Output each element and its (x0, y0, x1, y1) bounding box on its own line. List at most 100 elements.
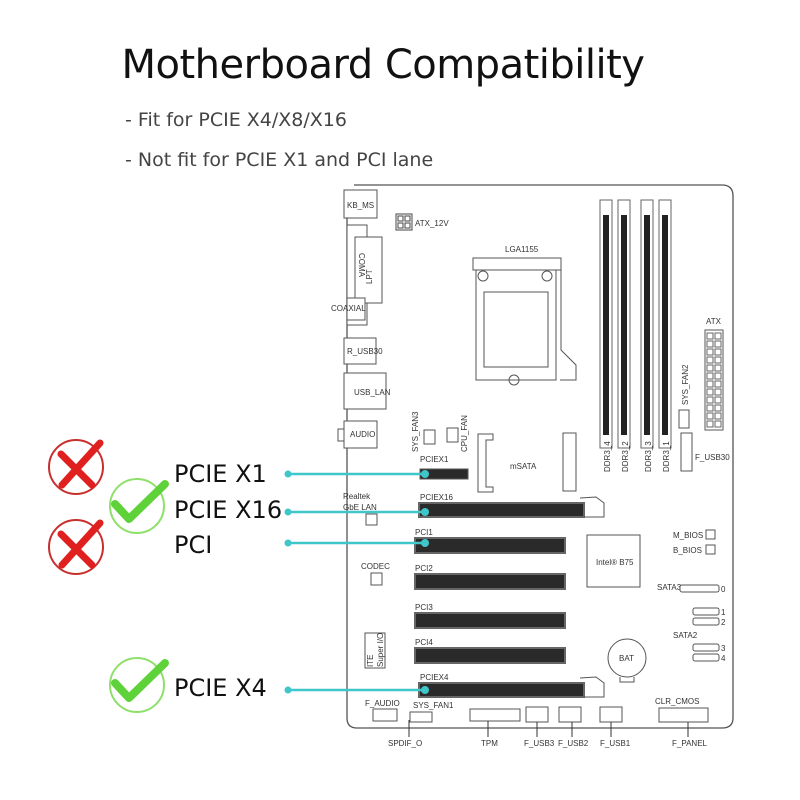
sys-fan1-label: SYS_FAN1 (413, 701, 454, 710)
f-usb2-header (558, 706, 582, 723)
callout-pcie-x16: PCIE X16 (109, 478, 429, 534)
cpu-fan-header (446, 427, 459, 443)
spdif-o-label: SPDIF_O (388, 739, 422, 748)
super-io-chip (364, 632, 386, 669)
r-usb30-label: R_USB30 (347, 347, 383, 356)
sys-fan2-header (678, 409, 690, 429)
cpu-socket (472, 257, 577, 386)
f-panel-label: F_PANEL (672, 739, 708, 748)
b-bios-chip (705, 544, 716, 555)
dimm-slot: DDR3_4 (599, 199, 613, 472)
atx-label: ATX (706, 317, 722, 326)
sys-fan3-header (423, 429, 436, 445)
check-mark-icon (109, 478, 169, 534)
dimm-slot: DDR3_3 (640, 199, 654, 472)
callout-label: PCIE X4 (174, 674, 267, 702)
x-mark-icon (48, 439, 104, 495)
pciex4-label: PCIEX4 (420, 673, 449, 682)
connector-dot (421, 686, 429, 694)
pci2-slot (414, 573, 566, 590)
board-outline (346, 184, 734, 729)
chipset (586, 534, 641, 588)
bat-label: BAT (619, 654, 634, 663)
atx-12v-connector (395, 213, 413, 231)
sata-port (692, 607, 720, 616)
f-usb3-label: F_USB3 (524, 739, 555, 748)
pci3-label: PCI3 (415, 603, 433, 612)
lpt-label: LPT (365, 269, 374, 284)
kb-ms-label: KB_MS (347, 201, 374, 210)
audio-label: AUDIO (350, 430, 375, 439)
sata-port (692, 643, 720, 652)
pci1-label: PCI1 (415, 528, 433, 537)
callout-pcie-x1: PCIE X1 (48, 439, 429, 495)
sata2-label: SATA2 (673, 631, 698, 640)
check-mark-icon (109, 657, 169, 713)
msata-label: mSATA (510, 462, 537, 471)
f-panel-header (658, 707, 709, 723)
f-usb1-header (599, 706, 623, 723)
m-bios-label: M_BIOS (673, 531, 703, 540)
realtek-label: Realtek (343, 492, 371, 501)
gbe-lan-label: GbE LAN (343, 503, 377, 512)
msata-bracket (477, 433, 494, 493)
pciex4-slot (418, 682, 585, 698)
connector-dot (284, 686, 292, 694)
page-title: Motherboard Compatibility (121, 42, 645, 88)
pci3-slot (414, 612, 566, 629)
pci4-slot (414, 647, 566, 664)
f-usb1-label: F_USB1 (600, 739, 631, 748)
tpm-label: TPM (481, 739, 498, 748)
pciex16-slot (418, 502, 585, 518)
dimm-slots: DDR3_4 DDR3_2 DDR3_3 DDR3_1 (599, 199, 672, 472)
connector-dot (421, 508, 429, 516)
clr-cmos-label: CLR_CMOS (655, 697, 699, 706)
f-audio-label: F_AUDIO (365, 699, 400, 708)
callout-label: PCI (174, 531, 212, 559)
connector-dot (284, 508, 292, 516)
b-bios-label: B_BIOS (673, 546, 702, 555)
pci2-label: PCI2 (415, 564, 433, 573)
pciex16-label: PCIEX16 (420, 493, 453, 502)
leader-lines (408, 720, 689, 737)
atx-12v-label: ATX_12V (415, 219, 449, 228)
sata-port (692, 653, 720, 662)
sys-fan1-header (409, 711, 433, 723)
tpm-header (469, 708, 521, 722)
dimm-slot: DDR3_2 (617, 199, 631, 472)
codec-chip (370, 572, 383, 586)
battery (607, 638, 647, 678)
f-usb3-header (525, 706, 549, 723)
connector-dot (284, 470, 292, 478)
chipset-label: Intel® B75 (596, 558, 634, 567)
sys-fan3-label: SYS_FAN3 (411, 411, 420, 452)
pci4-label: PCI4 (415, 638, 433, 647)
connector-dot (421, 470, 429, 478)
callout-label: PCIE X16 (174, 496, 282, 524)
m-bios-chip (705, 529, 716, 540)
connector-dot (284, 539, 292, 547)
sata-port-number: 3 (721, 644, 726, 653)
usb-lan-label: USB_LAN (354, 388, 391, 397)
coaxial-label: COAXIAL (331, 304, 366, 313)
sys-fan2-label: SYS_FAN2 (681, 364, 690, 405)
dimm-label: DDR3_2 (621, 441, 630, 472)
f-usb30-label: F_USB30 (695, 453, 730, 462)
dimm-slot: DDR3_1 (658, 199, 672, 472)
sata-port (692, 617, 720, 626)
ite-label: ITE (366, 655, 375, 667)
socket-label: LGA1155 (505, 245, 539, 254)
x-mark-icon (48, 519, 104, 575)
fit-note: - Fit for PCIE X4/X8/X16 (125, 109, 347, 131)
dimm-label: DDR3_4 (603, 441, 612, 472)
pci1-slot (414, 537, 566, 554)
pciex1-label: PCIEX1 (420, 455, 449, 464)
sata3-label: SATA3 (657, 583, 682, 592)
super-io-label: Super I/O (376, 633, 385, 667)
f-usb2-label: F_USB2 (558, 739, 589, 748)
sata-port-number: 2 (721, 618, 726, 627)
callout-pcie-x4: PCIE X4 (109, 657, 429, 713)
